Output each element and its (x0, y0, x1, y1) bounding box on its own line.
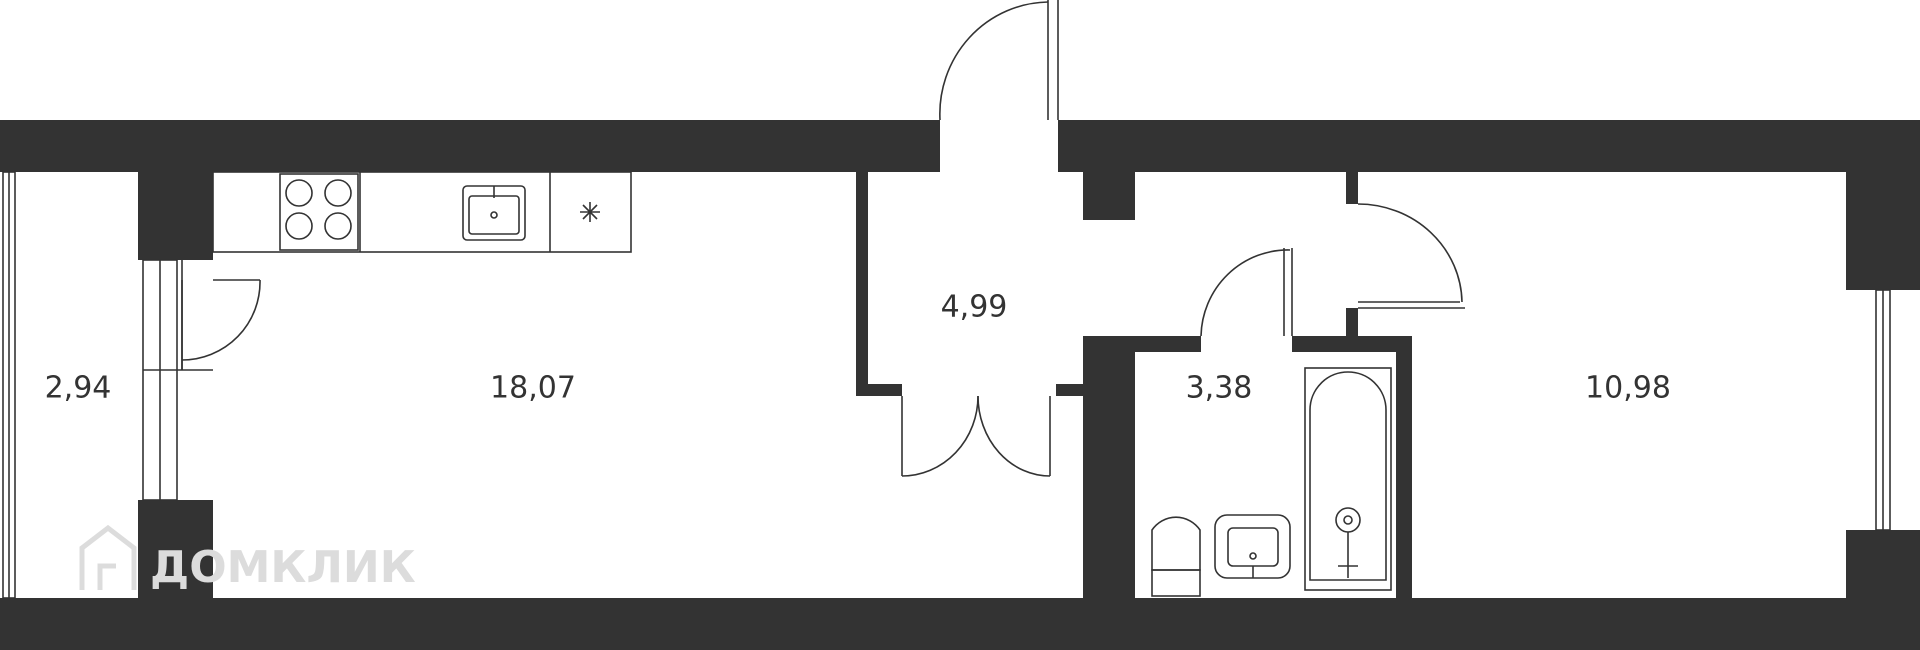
wall-right-upper (1846, 172, 1920, 290)
door-swing-icon (1357, 203, 1463, 303)
window-right (1875, 289, 1891, 531)
wall-bath-right (1396, 352, 1412, 598)
stove-icon (279, 173, 359, 251)
window-left (2, 171, 213, 599)
wall-bath-left (1083, 336, 1135, 598)
walls (0, 120, 1920, 650)
wall-bath-top-left (1135, 336, 1201, 352)
wall-top-left (0, 120, 940, 172)
bathtub-icon (1304, 367, 1392, 591)
wall-top-right (1058, 120, 1920, 172)
washbasin-icon (1214, 514, 1291, 579)
wall-right-lower (1846, 530, 1920, 598)
door-swing-icon (901, 395, 979, 477)
door-swing-icon (1200, 249, 1291, 337)
door-entrance (939, 0, 1059, 121)
area-labels: 2,94 18,07 4,99 3,38 10,98 (45, 290, 1671, 406)
wall-bottom (0, 598, 1920, 650)
watermark-text: ДОМКЛИК (150, 542, 416, 593)
wall-pillar-top (1083, 172, 1135, 220)
wall-bedroom-stub-top (1346, 172, 1358, 204)
watermark: ДОМКЛИК (79, 524, 416, 593)
room-area-hallway: 4,99 (941, 290, 1008, 325)
wall-bedroom-stub-bottom (1346, 308, 1358, 338)
door-balcony (181, 260, 261, 370)
kitchen-counter (212, 171, 632, 253)
room-area-bedroom: 10,98 (1585, 371, 1671, 406)
door-bathroom (1200, 248, 1293, 337)
wall-bath-top-right (1292, 336, 1412, 352)
toilet-icon (1151, 516, 1201, 597)
room-area-bathroom: 3,38 (1186, 371, 1253, 406)
door-bedroom (1357, 203, 1465, 309)
door-swing-icon (939, 1, 1049, 121)
wall-hall-left (856, 172, 868, 394)
wall-hall-left-return (856, 384, 902, 396)
fridge-icon (580, 202, 600, 222)
room-area-kitchen-living: 18,07 (490, 371, 576, 406)
door-hall-double (901, 395, 1051, 477)
house-logo-icon (79, 524, 137, 590)
door-swing-icon (977, 395, 1051, 477)
wall-hall-right-return (1056, 384, 1083, 396)
wall-balcony-upper (138, 172, 213, 260)
wall-balcony-lower (138, 500, 213, 598)
sink-icon (462, 185, 526, 241)
door-swing-icon (181, 279, 261, 361)
room-area-balcony: 2,94 (45, 371, 112, 406)
